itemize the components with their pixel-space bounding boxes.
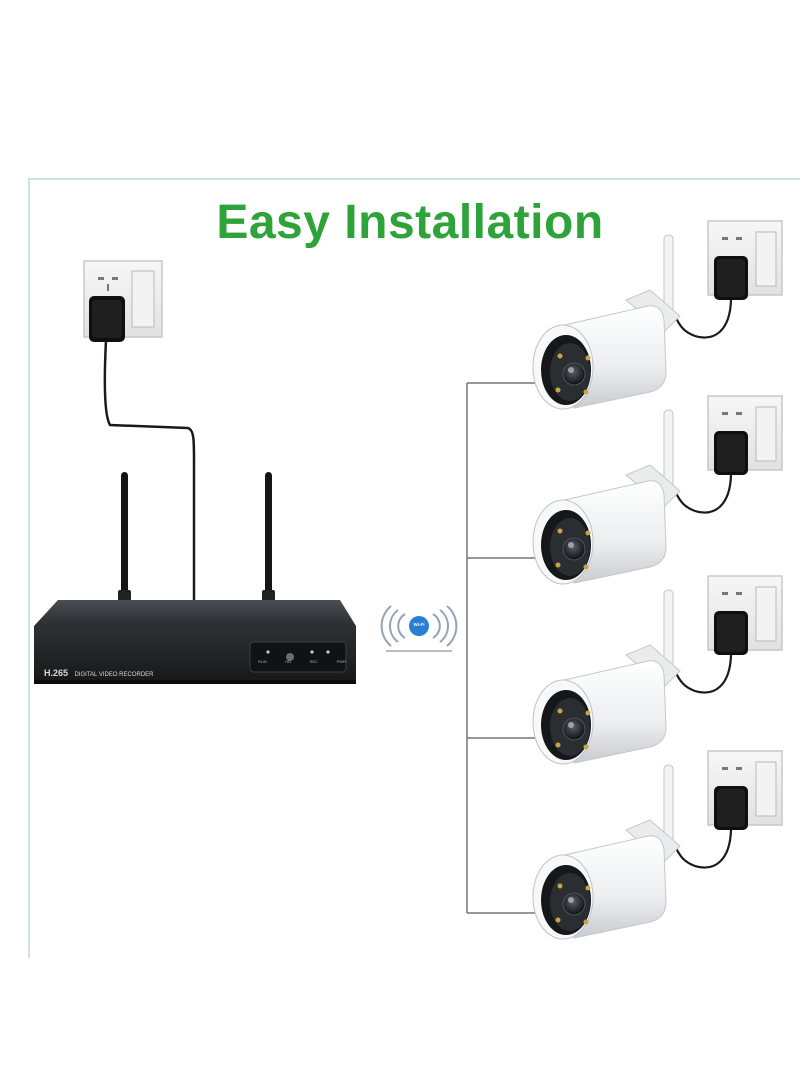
camera-lens	[562, 362, 586, 386]
camera-body	[532, 480, 667, 585]
camera-body	[532, 835, 667, 940]
frame-left-border	[28, 178, 30, 958]
frame-top-border	[28, 178, 800, 180]
camera-power-adapter	[714, 256, 748, 300]
camera-power-adapter	[714, 431, 748, 475]
nvr-front-label: H.265 DIGITAL VIDEO RECORDER	[44, 663, 154, 681]
camera-branch-lines	[466, 382, 535, 914]
led-label-hd: HD	[285, 659, 292, 664]
camera-power-adapter	[714, 786, 748, 830]
camera-power-cable	[675, 474, 733, 514]
nvr-model-text: DIGITAL VIDEO RECORDER	[74, 672, 154, 678]
nvr-recorder	[34, 600, 356, 684]
nvr-power-cable	[103, 339, 196, 600]
camera-body	[532, 305, 667, 410]
camera-body	[532, 660, 667, 765]
camera-power-cable	[675, 654, 733, 694]
camera-3	[532, 575, 783, 765]
nvr-antenna-right	[262, 472, 275, 602]
nvr-power-adapter	[89, 296, 125, 342]
wifi-badge: Wi-Fi	[413, 622, 425, 627]
nvr-brand-text: H.265	[44, 668, 69, 678]
camera-lens	[562, 717, 586, 741]
camera-1	[532, 220, 783, 410]
wifi-signal-icon	[380, 605, 458, 652]
camera-power-cable	[675, 829, 733, 869]
camera-2	[532, 395, 783, 585]
camera-power-adapter	[714, 611, 748, 655]
led-label-rec: REC	[309, 659, 319, 664]
page-title: Easy Installation	[216, 196, 604, 249]
camera-4	[532, 750, 783, 940]
led-label-pwr: PWR	[336, 659, 346, 664]
nvr-led-labels: RUN HD REC PWR	[258, 659, 346, 664]
camera-lens	[562, 537, 586, 561]
camera-power-cable	[675, 299, 733, 339]
camera-lens	[562, 892, 586, 916]
led-label-run: RUN	[258, 659, 267, 664]
nvr-antenna-left	[118, 472, 131, 602]
